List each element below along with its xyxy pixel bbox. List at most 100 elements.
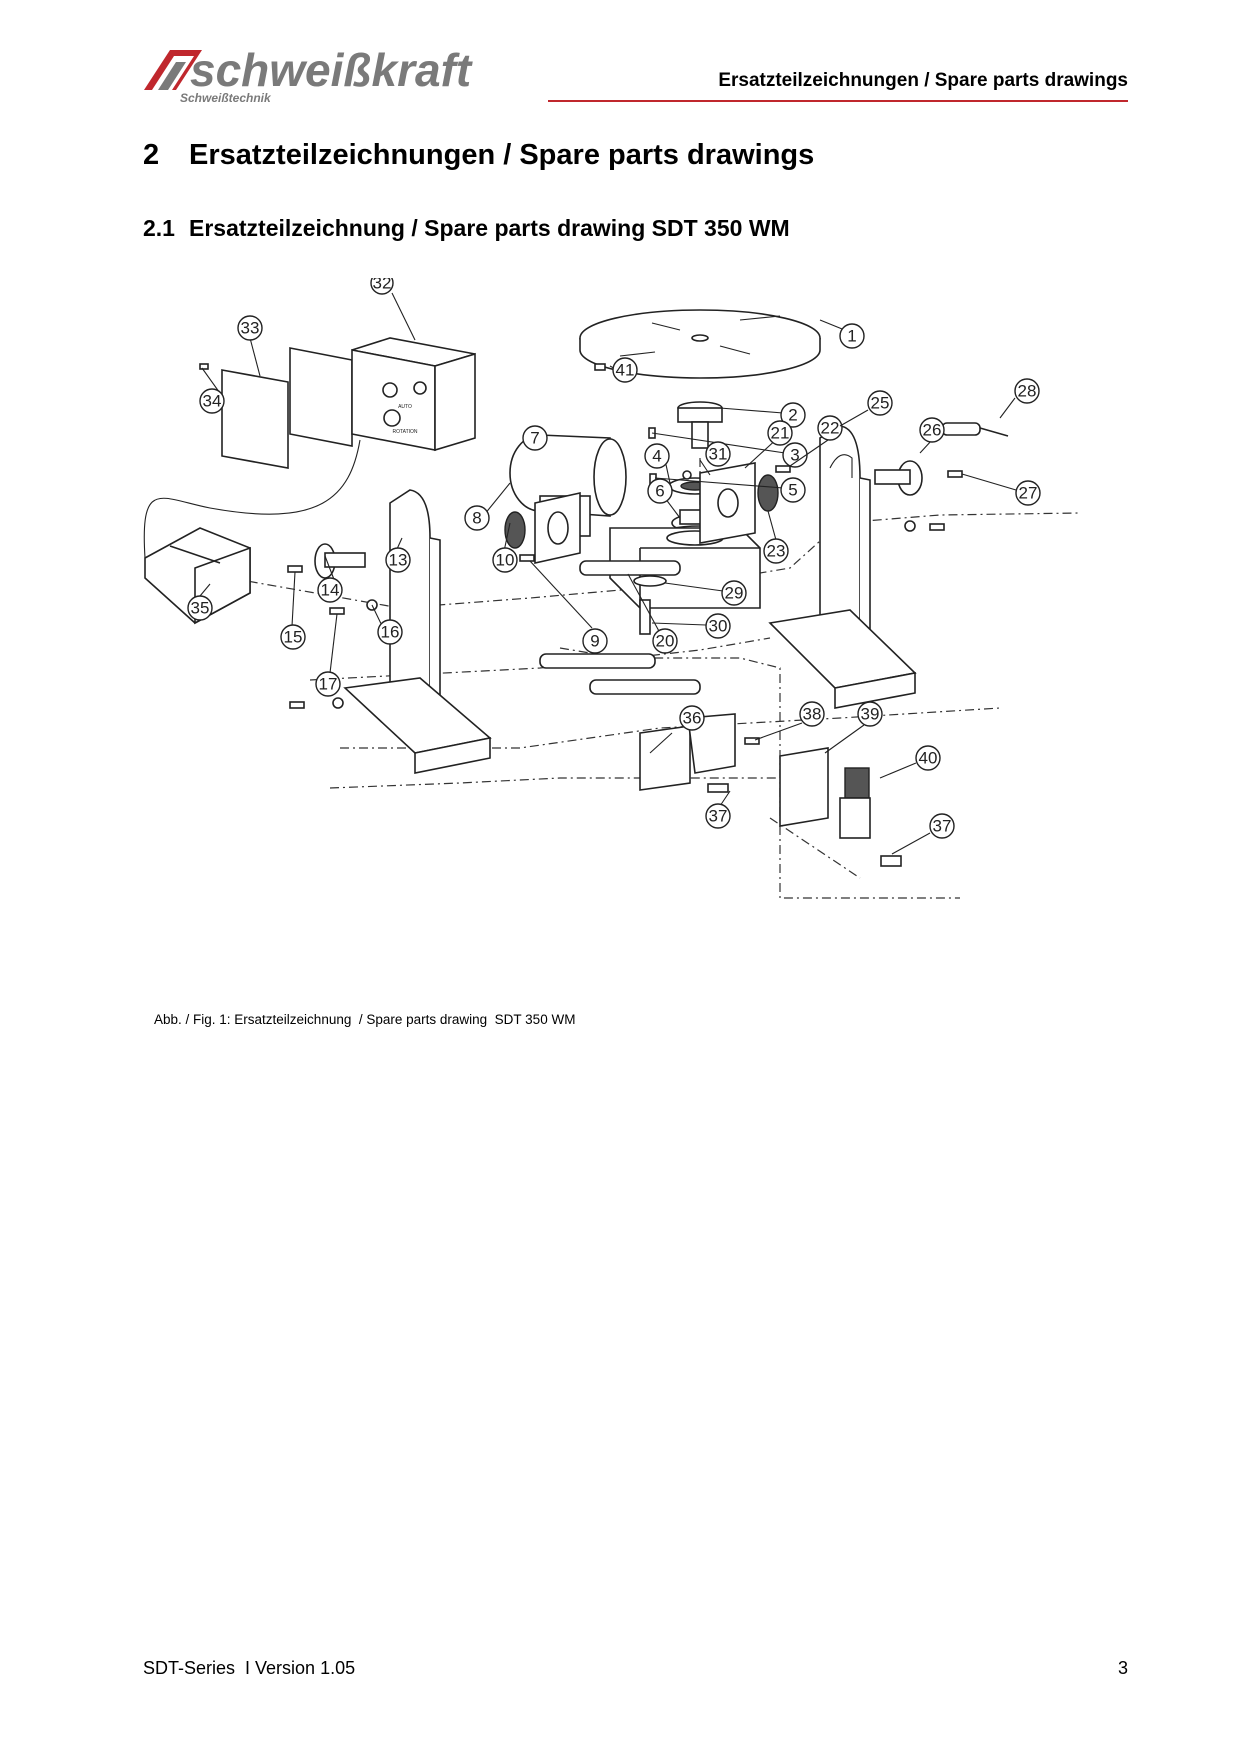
subsection-title: Ersatzteilzeichnung / Spare parts drawin… (189, 215, 790, 241)
idler-hub (314, 543, 366, 579)
seal-ring (504, 511, 526, 549)
callout-22: 22 (789, 415, 843, 467)
section-title: Ersatzteilzeichnungen / Spare parts draw… (189, 139, 815, 171)
svg-text:23: 23 (767, 542, 786, 561)
switch-bracket (639, 713, 736, 791)
callout-36: 36 (649, 705, 705, 754)
control-box: AUTO ROTATION (289, 337, 476, 452)
callout-37b: 37 (891, 813, 955, 855)
callout-28: 28 (999, 378, 1040, 419)
callout-5: 5 (654, 477, 806, 503)
svg-text:7: 7 (530, 429, 539, 448)
callout-14: 14 (317, 555, 343, 603)
tailstock-hub (874, 460, 923, 496)
svg-text:35: 35 (191, 599, 210, 618)
svg-text:9: 9 (590, 632, 599, 651)
callout-16: 16 (371, 604, 403, 645)
callout-39: 39 (824, 701, 883, 754)
svg-text:16: 16 (381, 623, 400, 642)
logo-mark (144, 50, 202, 90)
callout-20: 20 (627, 573, 678, 654)
callout-29: 29 (664, 580, 747, 606)
limit-switch (839, 767, 871, 839)
callout-33: 33 (237, 315, 263, 377)
tie-rods (539, 560, 701, 695)
callout-2: 2 (719, 402, 806, 428)
svg-text:27: 27 (1019, 484, 1038, 503)
svg-text:30: 30 (709, 617, 728, 636)
svg-text:34: 34 (203, 392, 222, 411)
callout-13: 13 (385, 537, 411, 573)
svg-text:2: 2 (788, 406, 797, 425)
callout-38: 38 (754, 701, 825, 741)
callout-32: 32 (370, 278, 416, 341)
svg-text:6: 6 (655, 482, 664, 501)
motor-flange (534, 492, 581, 564)
callout-31: 31 (699, 441, 731, 476)
svg-text:22: 22 (821, 419, 840, 438)
callout-37a: 37 (705, 790, 731, 829)
figure-caption: Abb. / Fig. 1: Ersatzteilzeichnung / Spa… (154, 1012, 576, 1027)
svg-text:25: 25 (871, 394, 890, 413)
spare-parts-drawing: AUTO ROTATION (140, 278, 1130, 988)
svg-text:1: 1 (847, 327, 856, 346)
svg-text:21: 21 (771, 424, 790, 443)
footer-document-version: SDT-Series I Version 1.05 (143, 1658, 356, 1678)
right-stand (768, 425, 917, 709)
svg-text:36: 36 (683, 709, 702, 728)
svg-text:41: 41 (616, 361, 635, 380)
company-logo: schweißkraft Schweißtechnik (140, 44, 540, 104)
header-divider (548, 100, 1128, 102)
left-stand (343, 489, 492, 774)
callout-27: 27 (961, 473, 1041, 506)
bearing-plate (699, 462, 756, 544)
header-title: Ersatzteilzeichnungen / Spare parts draw… (718, 70, 1128, 91)
svg-text:39: 39 (861, 705, 880, 724)
svg-text:28: 28 (1018, 382, 1037, 401)
logo-wordmark: schweißkraft (190, 44, 473, 96)
svg-text:8: 8 (472, 509, 481, 528)
callout-4: 4 (644, 443, 671, 484)
callout-17: 17 (315, 613, 341, 697)
control-cable (143, 439, 361, 559)
svg-text:3: 3 (790, 446, 799, 465)
svg-text:13: 13 (389, 551, 408, 570)
svg-text:31: 31 (709, 445, 728, 464)
callout-10: 10 (492, 522, 518, 573)
clamp-lever (941, 422, 1009, 437)
callout-7: 7 (522, 425, 548, 451)
svg-text:32: 32 (373, 278, 392, 293)
control-label-rotation: ROTATION (392, 429, 417, 435)
svg-text:38: 38 (803, 705, 822, 724)
logo-subtext: Schweißtechnik (180, 91, 272, 104)
svg-text:37: 37 (933, 817, 952, 836)
subsection-heading: 2.1 Ersatzteilzeichnung / Spare parts dra… (143, 215, 790, 242)
callout-6: 6 (647, 478, 681, 519)
callout-9: 9 (529, 560, 608, 654)
callout-34: 34 (199, 367, 225, 414)
svg-text:20: 20 (656, 632, 675, 651)
svg-text:29: 29 (725, 584, 744, 603)
cover-plate (221, 369, 289, 469)
callout-8: 8 (464, 482, 511, 531)
svg-text:14: 14 (321, 581, 340, 600)
svg-text:17: 17 (319, 675, 338, 694)
subsection-number: 2.1 (143, 215, 175, 241)
mounting-plate (779, 747, 829, 827)
callout-26: 26 (919, 417, 945, 454)
callout-1: 1 (819, 319, 865, 349)
svg-text:5: 5 (788, 481, 797, 500)
svg-text:26: 26 (923, 421, 942, 440)
svg-text:33: 33 (241, 319, 260, 338)
section-number: 2 (143, 139, 160, 171)
spindle (677, 401, 723, 449)
bearing-23 (757, 474, 779, 512)
callout-30: 30 (651, 613, 731, 639)
svg-text:4: 4 (652, 447, 661, 466)
callout-21: 21 (744, 420, 793, 469)
section-heading: 2 Ersatzteilzeichnungen / Spare parts dra… (143, 139, 814, 172)
callout-25: 25 (839, 390, 893, 427)
callout-35: 35 (187, 583, 213, 621)
svg-text:40: 40 (919, 749, 938, 768)
callout-23: 23 (763, 510, 789, 564)
